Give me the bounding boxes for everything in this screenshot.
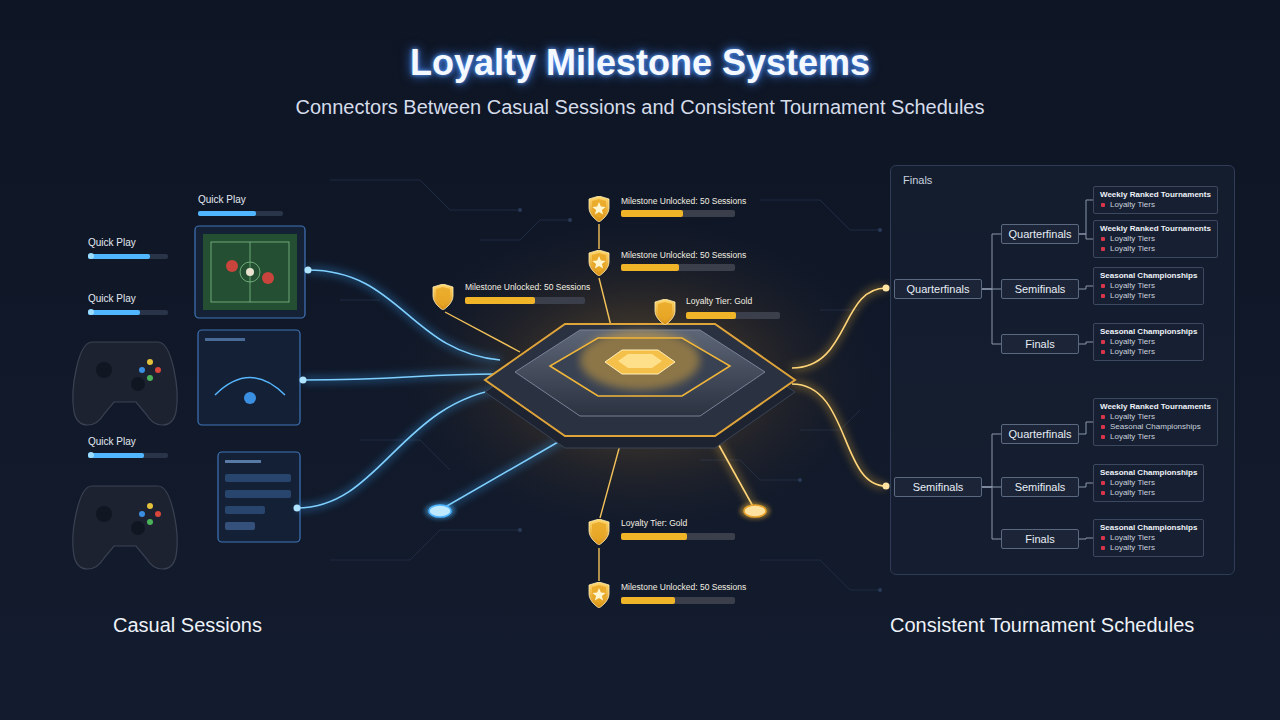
badge-label: Milestone Unlocked: 50 Sessions xyxy=(621,583,746,593)
badge-label: Milestone Unlocked: 50 Sessions xyxy=(621,251,746,261)
event-title: Seasonal Championships xyxy=(1100,271,1197,281)
round-box: Finals xyxy=(1001,529,1079,549)
round-name: Finals xyxy=(1025,533,1054,545)
event-item: Loyalty Tiers xyxy=(1100,488,1197,498)
round-name: Quarterfinals xyxy=(907,283,970,295)
section-label: Consistent Tournament Schedules xyxy=(890,614,1194,637)
diagram-title: Loyalty Milestone Systems xyxy=(0,42,1280,83)
round-box: Quarterfinals xyxy=(1001,224,1079,244)
mode-label: Quick Play xyxy=(88,436,136,448)
mode-label: Quick Play xyxy=(88,237,136,249)
badge-label: Loyalty Tier: Gold xyxy=(621,519,687,529)
event-item: Loyalty Tiers xyxy=(1100,412,1211,422)
event-item: Loyalty Tiers xyxy=(1100,432,1211,442)
round-box: Semifinals xyxy=(1001,477,1079,497)
bracket-connector xyxy=(1079,538,1093,539)
badge-label: Milestone Unlocked: 50 Sessions xyxy=(465,283,590,293)
event-title: Seasonal Championships xyxy=(1100,468,1197,478)
bracket-connector xyxy=(1079,234,1093,239)
round-box: Quarterfinals xyxy=(1001,424,1079,444)
panel-heading: Finals xyxy=(903,174,932,186)
event-list-box: Seasonal ChampionshipsLoyalty TiersLoyal… xyxy=(1093,519,1204,557)
event-title: Seasonal Championships xyxy=(1100,523,1197,533)
bracket-connector xyxy=(982,289,1001,344)
bracket-connector xyxy=(1079,422,1093,434)
event-item: Loyalty Tiers xyxy=(1100,337,1197,347)
mode-label: Quick Play xyxy=(198,194,246,206)
event-title: Seasonal Championships xyxy=(1100,327,1197,337)
bracket-connector xyxy=(1079,483,1093,487)
event-list-box: Seasonal ChampionshipsLoyalty TiersLoyal… xyxy=(1093,323,1204,361)
event-title: Weekly Ranked Tournaments xyxy=(1100,190,1211,200)
round-name: Quarterfinals xyxy=(1009,428,1072,440)
round-name: Semifinals xyxy=(913,481,964,493)
section-label: Casual Sessions xyxy=(113,614,262,637)
round-box: Quarterfinals xyxy=(894,279,982,299)
round-name: Quarterfinals xyxy=(1009,228,1072,240)
bracket-connector xyxy=(982,434,1001,487)
badge-label: Loyalty Tier: Gold xyxy=(686,297,752,307)
event-list-box: Seasonal ChampionshipsLoyalty TiersLoyal… xyxy=(1093,464,1204,502)
event-list-box: Seasonal ChampionshipsLoyalty TiersLoyal… xyxy=(1093,267,1204,305)
round-box: Semifinals xyxy=(894,477,982,497)
bracket-connector xyxy=(1079,342,1093,344)
event-title: Weekly Ranked Tournaments xyxy=(1100,402,1211,412)
event-item: Loyalty Tiers xyxy=(1100,200,1211,210)
event-item: Loyalty Tiers xyxy=(1100,244,1211,254)
event-list-box: Weekly Ranked TournamentsLoyalty Tiers xyxy=(1093,186,1218,214)
round-box: Semifinals xyxy=(1001,279,1079,299)
badge-label: Milestone Unlocked: 50 Sessions xyxy=(621,197,746,207)
event-item: Loyalty Tiers xyxy=(1100,347,1197,357)
bracket-connector xyxy=(982,487,1001,539)
subtitle: Connectors Between Casual Sessions and C… xyxy=(0,96,1280,119)
mode-label: Quick Play xyxy=(88,293,136,305)
round-name: Semifinals xyxy=(1015,283,1066,295)
event-item: Loyalty Tiers xyxy=(1100,281,1197,291)
bracket-connector xyxy=(1079,286,1093,289)
bracket-panel: FinalsQuarterfinalsQuarterfinalsSemifina… xyxy=(890,165,1235,575)
event-item: Loyalty Tiers xyxy=(1100,234,1211,244)
round-name: Finals xyxy=(1025,338,1054,350)
bracket-connector xyxy=(982,234,1001,289)
event-item: Loyalty Tiers xyxy=(1100,543,1197,553)
event-item: Loyalty Tiers xyxy=(1100,478,1197,488)
bracket-connector xyxy=(1079,200,1093,234)
event-item: Loyalty Tiers xyxy=(1100,291,1197,301)
event-item: Loyalty Tiers xyxy=(1100,533,1197,543)
round-box: Finals xyxy=(1001,334,1079,354)
round-name: Semifinals xyxy=(1015,481,1066,493)
event-item: Seasonal Championships xyxy=(1100,422,1211,432)
event-list-box: Weekly Ranked TournamentsLoyalty TiersSe… xyxy=(1093,398,1218,446)
event-list-box: Weekly Ranked TournamentsLoyalty TiersLo… xyxy=(1093,220,1218,258)
event-title: Weekly Ranked Tournaments xyxy=(1100,224,1211,234)
